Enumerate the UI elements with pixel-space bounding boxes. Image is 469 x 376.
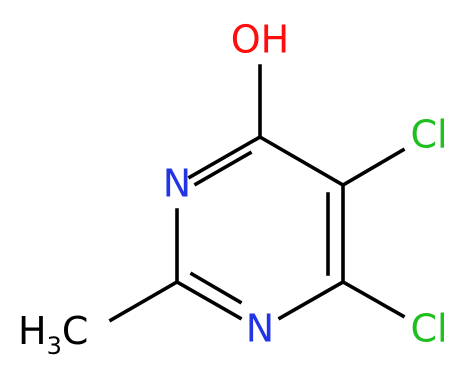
bond-c4-n3 [187, 134, 263, 180]
bond-c6-cl [340, 279, 406, 319]
methyl-label: H3C [18, 309, 88, 360]
bond-c4-c5 [257, 134, 346, 188]
bond-c2-n1-inner [189, 271, 243, 305]
n3-label: N [163, 162, 191, 206]
oh-label: OH [231, 18, 289, 62]
bond-c2-ch3 [108, 279, 180, 323]
bond-c2-n1 [174, 279, 243, 321]
methyl-h: H [18, 309, 47, 353]
bond-c5-cl [340, 147, 406, 188]
methyl-c: C [62, 309, 89, 353]
n1-label: N [246, 307, 274, 351]
bond-c4-n3-inner [193, 150, 253, 187]
cl-top-label: Cl [410, 113, 447, 157]
bond-c6-n1 [277, 279, 346, 321]
cl-bottom-label: Cl [410, 307, 447, 351]
methyl-sub: 3 [47, 332, 62, 360]
